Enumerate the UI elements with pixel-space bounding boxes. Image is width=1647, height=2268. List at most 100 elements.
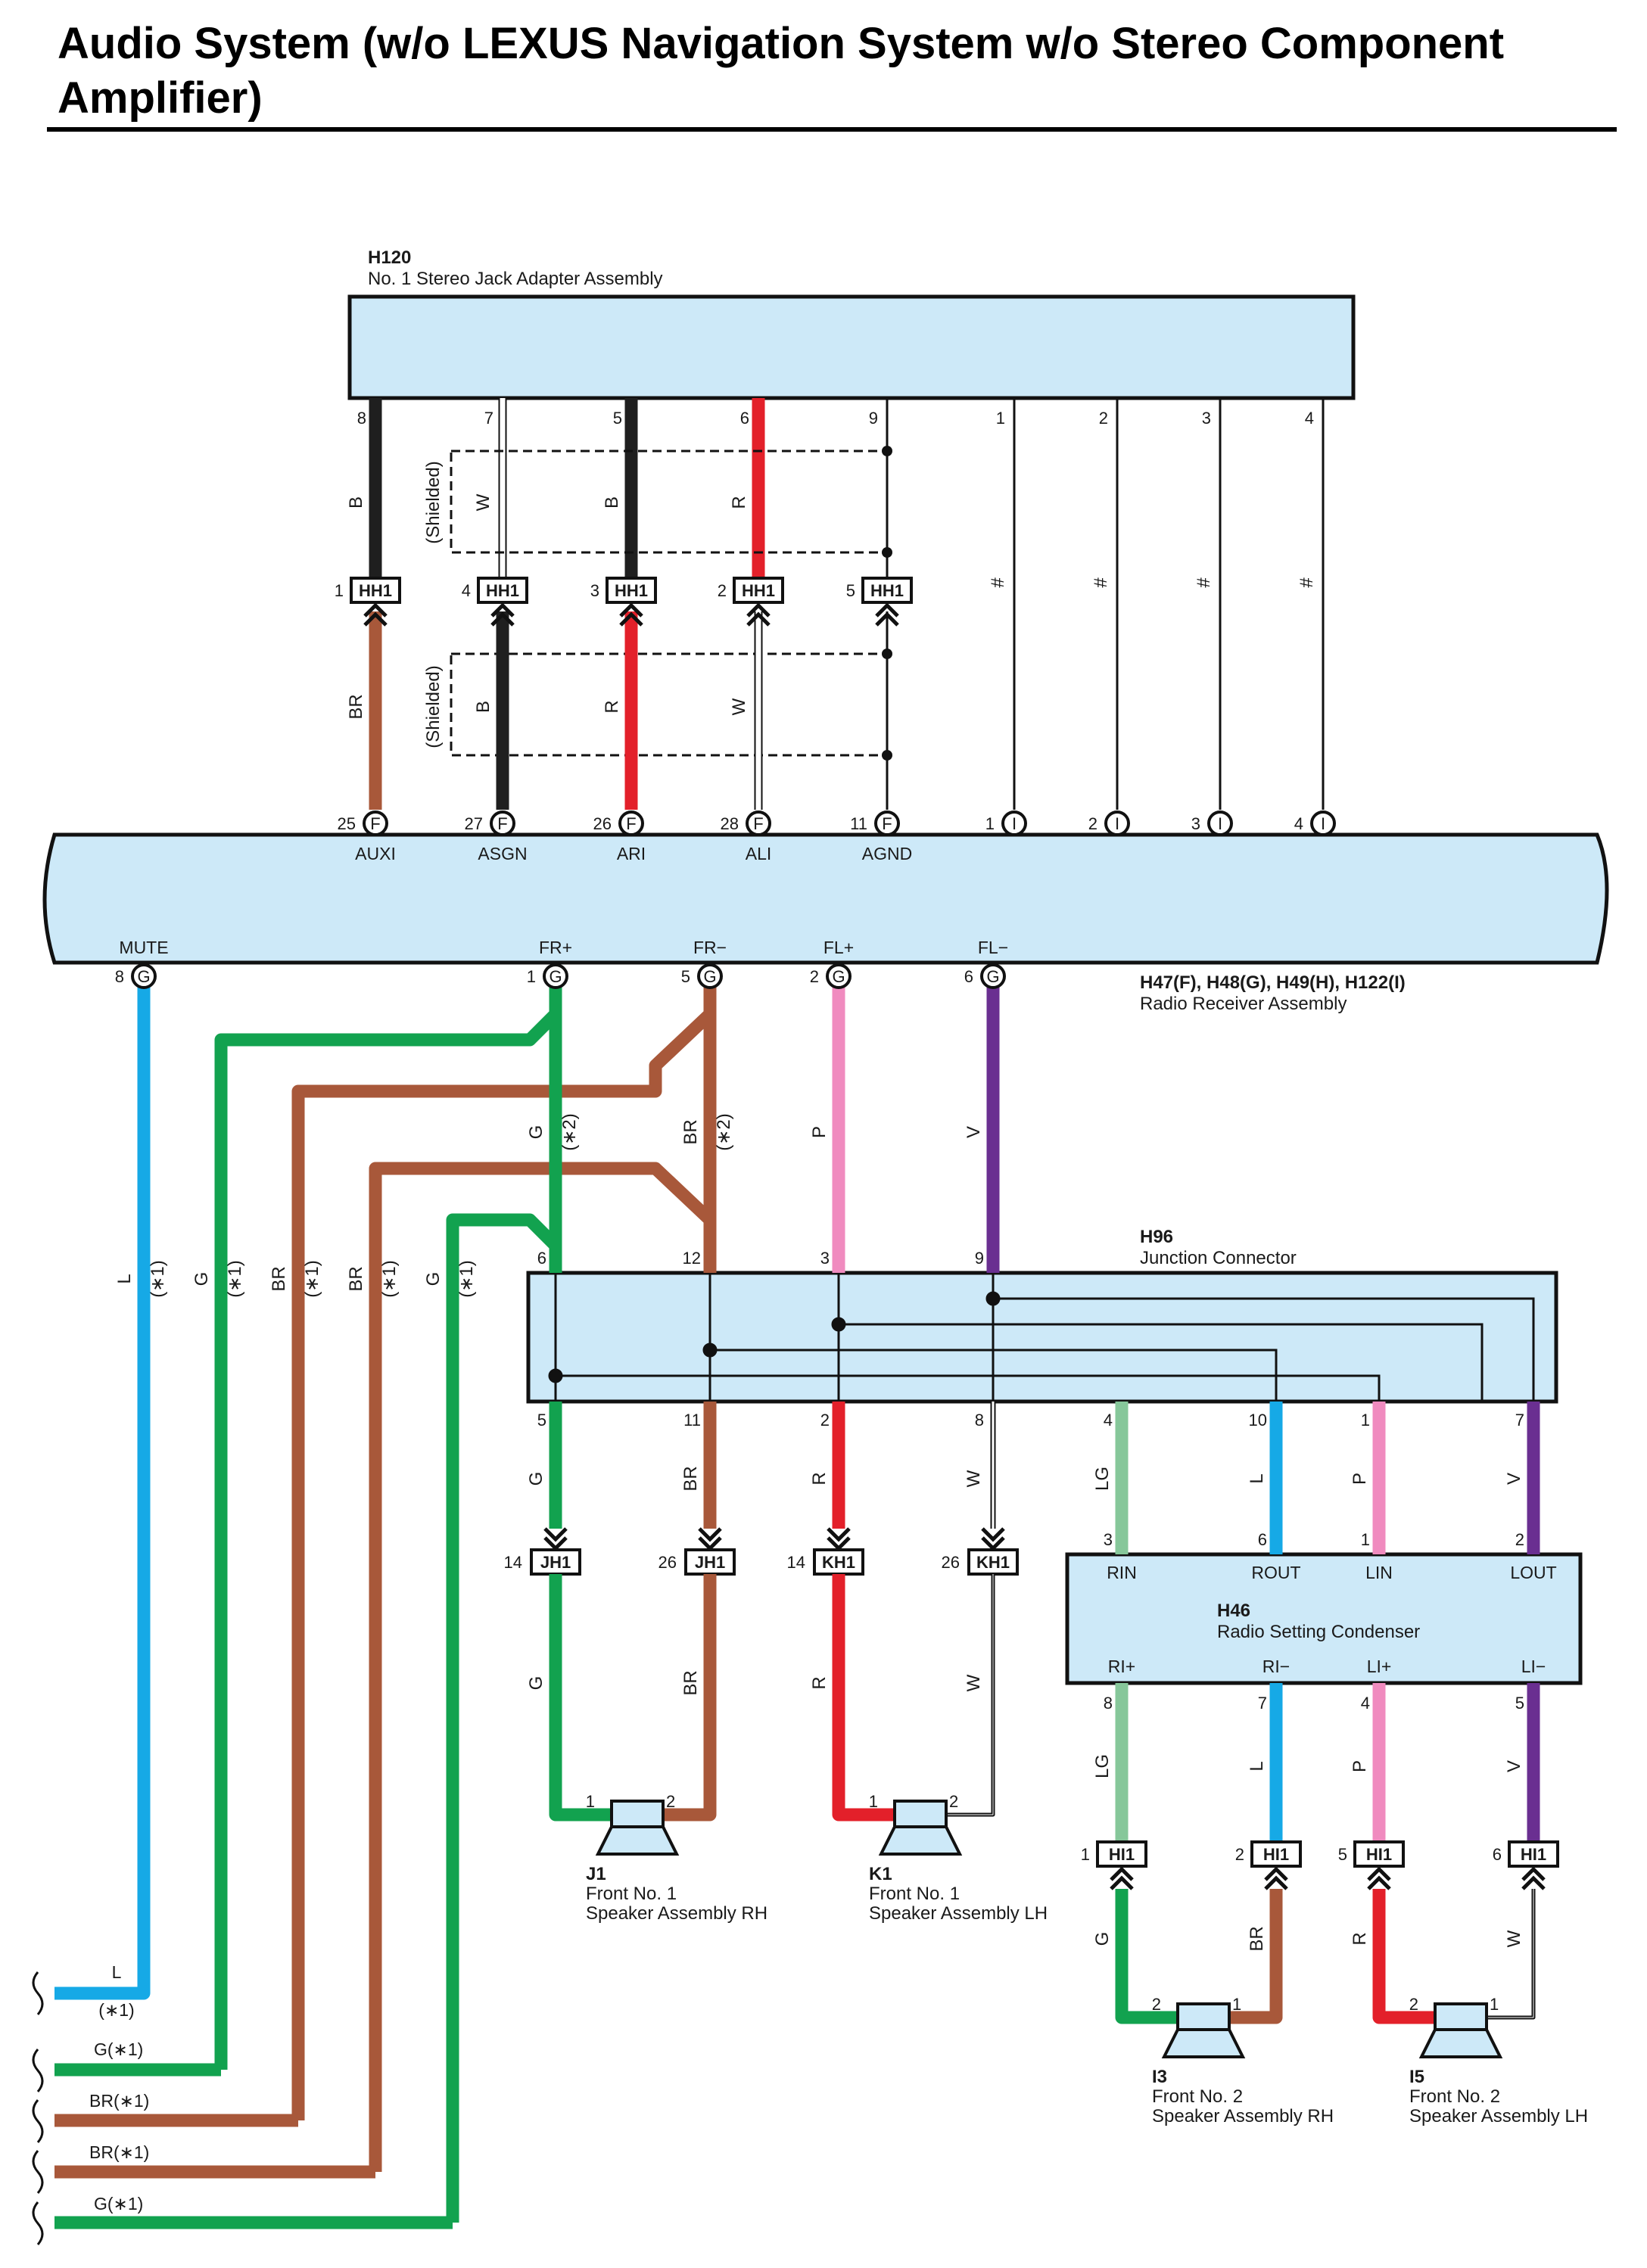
terminal-name: MUTE — [119, 938, 168, 957]
terminal-name: ROUT — [1251, 1563, 1300, 1582]
note-label: (∗2) — [714, 1113, 734, 1150]
wire-code: LG — [1092, 1754, 1113, 1778]
pin-number: 6 — [964, 967, 973, 986]
wire-code: B — [602, 496, 622, 509]
speaker-k1: 1 2 — [869, 1792, 963, 1856]
j1-k1-wires — [549, 1574, 995, 1822]
h46-bottom-pins: 8 7 4 5 — [1104, 1694, 1524, 1713]
pin-number: 1 — [1232, 1995, 1241, 2014]
h46-out-wires — [1115, 1683, 1540, 1842]
edge-breaks — [32, 1971, 44, 2245]
pin-number: 2 — [949, 1792, 958, 1811]
hh1-pins: 1 4 3 2 5 — [335, 581, 855, 600]
hi1-label: HI1 — [1521, 1845, 1546, 1864]
edge-label: BR(∗1) — [89, 2142, 149, 2162]
hi1-label: HI1 — [1109, 1845, 1135, 1864]
wire-code: G — [191, 1272, 212, 1286]
pin-number: 7 — [1258, 1694, 1267, 1713]
i3-line2: Speaker Assembly RH — [1152, 2106, 1334, 2126]
terminal-letter: G — [832, 967, 845, 986]
h96-out-codes: G BR R W LG L P V — [526, 1466, 1524, 1491]
terminal-name: RI+ — [1108, 1657, 1135, 1676]
wire-code: L — [1247, 1473, 1267, 1483]
wire-code: G — [526, 1472, 546, 1486]
edge-labels: L (∗1) G(∗1) BR(∗1) BR(∗1) G(∗1) — [89, 1962, 149, 2214]
terminal-name: AGND — [862, 844, 912, 863]
terminal-name: FL+ — [824, 938, 854, 957]
wire-code: W — [729, 698, 749, 715]
pin-number: 5 — [537, 1411, 546, 1430]
terminal-name: FR+ — [539, 938, 572, 957]
radio-bottom-labels: MUTE FR+ FR− FL+ FL− — [119, 938, 1008, 957]
terminal-name: LI+ — [1367, 1657, 1392, 1676]
wire-code: L — [1247, 1761, 1267, 1771]
k1-line2: Speaker Assembly LH — [869, 1903, 1048, 1924]
pin-number: 3 — [1191, 814, 1200, 833]
pin-number: 4 — [1294, 814, 1303, 833]
wire-code: V — [1504, 1473, 1524, 1485]
kh1-label: KH1 — [822, 1553, 855, 1572]
i3-line1: Front No. 2 — [1152, 2086, 1243, 2107]
wire-code: BR — [680, 1466, 701, 1491]
wire-code: BR — [1247, 1926, 1267, 1951]
pin-number: 5 — [1338, 1845, 1347, 1864]
pin-number: 2 — [810, 967, 819, 986]
wire-code: BR — [680, 1119, 701, 1144]
hh1-label: HH1 — [870, 581, 904, 600]
pin-number: 4 — [1361, 1694, 1370, 1713]
pin-number: 27 — [465, 814, 483, 833]
pin-number: 8 — [1104, 1694, 1113, 1713]
i3-code: I3 — [1152, 2067, 1167, 2087]
radio-code: H47(F), H48(G), H49(H), H122(I) — [1140, 972, 1406, 993]
radio-side-wire-codes: BR B R W (Shielded) — [346, 665, 749, 748]
wire-code: P — [809, 1126, 830, 1138]
wire-code: G — [1092, 1932, 1113, 1946]
wire-code: R — [809, 1472, 830, 1485]
wire-code: V — [964, 1126, 984, 1138]
terminal-letter: I — [1012, 814, 1017, 833]
wire-code: LG — [1092, 1467, 1113, 1491]
terminal-name: LIN — [1365, 1563, 1393, 1582]
wire-code: BR — [269, 1266, 289, 1291]
h120-code: H120 — [368, 247, 411, 268]
i5-line2: Speaker Assembly LH — [1409, 2106, 1588, 2126]
left-bundle-codes: L (∗1) G (∗1) BR (∗1) BR (∗1) G (∗1) — [114, 1260, 477, 1297]
h46-name: Radio Setting Condenser — [1217, 1622, 1420, 1642]
terminal-letter: F — [882, 814, 892, 833]
speaker-i3: 2 1 — [1152, 1995, 1246, 2058]
pin-number: 8 — [357, 409, 366, 428]
hash-mark: # — [1091, 577, 1111, 588]
h46-labels: 3 6 1 2 RIN ROUT LIN LOUT H46 Radio Sett… — [1104, 1530, 1557, 1676]
hi1-connectors: HI1 HI1 HI1 HI1 1 2 5 6 — [1081, 1840, 1559, 1889]
note-label: (∗1) — [379, 1260, 400, 1297]
h96-bottom-pins: 5 11 2 8 4 10 1 7 — [537, 1411, 1524, 1430]
terminal-letter: G — [549, 967, 562, 986]
pin-number: 4 — [462, 581, 471, 600]
terminal-letter: I — [1218, 814, 1222, 833]
j1-line2: Speaker Assembly RH — [586, 1903, 767, 1924]
wire-code: W — [1504, 1930, 1524, 1947]
h96-name: Junction Connector — [1140, 1248, 1297, 1268]
wire-code: G — [526, 1125, 546, 1140]
wire-code: R — [1350, 1932, 1370, 1945]
pin-number: 10 — [1249, 1411, 1267, 1430]
j1-code: J1 — [586, 1864, 606, 1884]
kh1-label: KH1 — [976, 1553, 1010, 1572]
jh1-kh1-connectors: JH1 JH1 KH1 KH1 14 26 14 26 — [504, 1529, 1019, 1576]
i5-code: I5 — [1409, 2067, 1424, 2087]
pin-number: 3 — [820, 1249, 830, 1268]
pin-number: 2 — [1235, 1845, 1244, 1864]
terminal-letter: I — [1115, 814, 1119, 833]
pin-number: 8 — [975, 1411, 984, 1430]
pin-number: 9 — [869, 409, 878, 428]
h46-box — [1065, 1552, 1583, 1685]
edge-label: G(∗1) — [94, 2194, 143, 2214]
hi1-label: HI1 — [1366, 1845, 1392, 1864]
pin-number: 11 — [683, 1411, 701, 1430]
note-label: (∗1) — [148, 1260, 168, 1297]
pin-number: 1 — [1081, 1845, 1090, 1864]
i3-i5-wires — [1115, 1889, 1536, 2024]
hh1-label: HH1 — [486, 581, 519, 600]
pin-number: 1 — [335, 581, 344, 600]
